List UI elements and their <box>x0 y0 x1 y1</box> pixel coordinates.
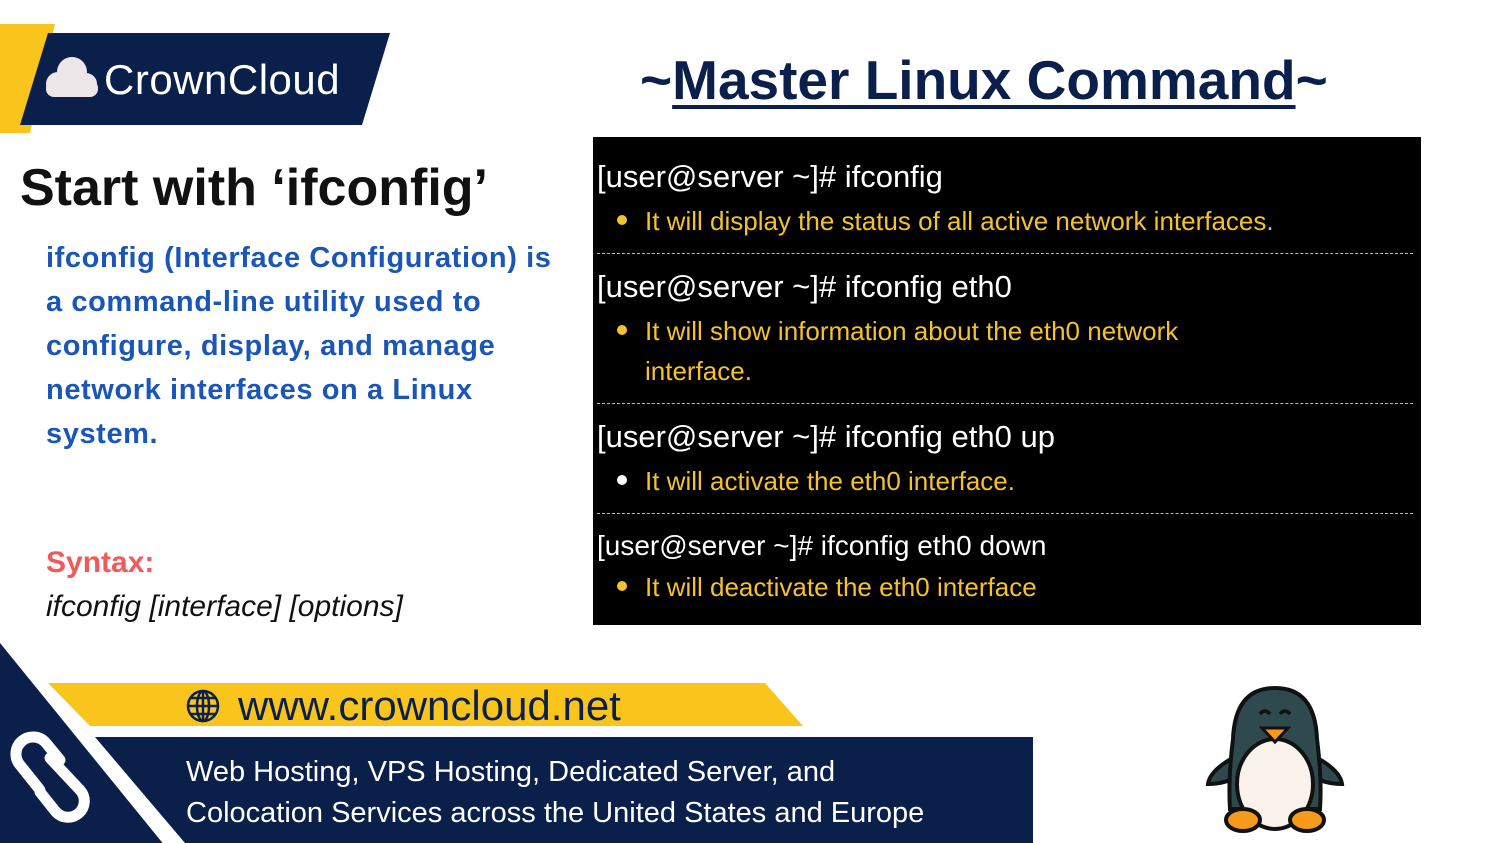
bullet-icon <box>617 475 627 486</box>
bullet-icon <box>617 325 627 336</box>
command: [user@server ~]# ifconfig <box>597 159 943 194</box>
section-heading: Start with ‘ifconfig’ <box>20 159 488 217</box>
globe-icon <box>186 689 220 723</box>
link-icon <box>10 731 90 823</box>
command: [user@server ~]# ifconfig eth0 up <box>597 419 1055 454</box>
command: [user@server ~]# ifconfig eth0 down <box>597 530 1047 561</box>
command-description: It will activate the eth0 interface. <box>617 461 1407 501</box>
website-link[interactable]: www.crowncloud.net <box>238 682 621 729</box>
bullet-icon <box>617 215 627 226</box>
description: ifconfig (Interface Configuration) is a … <box>46 242 552 450</box>
command-description: It will show information about the eth0 … <box>617 311 1407 391</box>
footer-banner <box>0 643 1033 843</box>
command-description: It will display the status of all active… <box>617 201 1407 241</box>
divider <box>597 403 1413 404</box>
cloud-icon <box>46 57 98 97</box>
divider <box>597 513 1413 514</box>
terminal-panel: [user@server ~]# ifconfig It will displa… <box>593 137 1421 625</box>
command: [user@server ~]# ifconfig eth0 <box>597 269 1012 304</box>
page-title: ~Master Linux Command~ <box>640 49 1328 111</box>
bullet-icon <box>617 581 627 592</box>
command-description: It will deactivate the eth0 interface <box>617 567 1407 607</box>
logo-banner <box>0 24 390 133</box>
penguin-icon <box>1205 685 1345 833</box>
syntax-label: Syntax: <box>46 546 155 579</box>
syntax-value: ifconfig [interface] [options] <box>46 590 403 623</box>
divider <box>597 253 1413 254</box>
tagline: Web Hosting, VPS Hosting, Dedicated Serv… <box>186 756 925 829</box>
logo-text: CrownCloud <box>104 56 341 103</box>
